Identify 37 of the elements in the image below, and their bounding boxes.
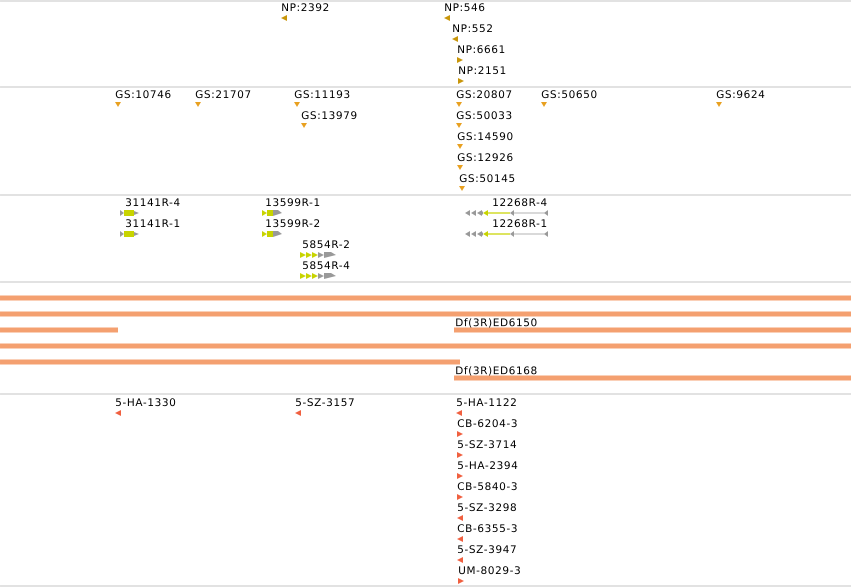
feature-label: 12268R-4 [493, 198, 547, 206]
feature-label: 5-SZ-3298 [458, 503, 516, 512]
feature-label: UM-8029-3 [459, 566, 520, 574]
feature-label: GS:13979 [302, 111, 356, 120]
feature-label: 5-HA-1122 [457, 398, 516, 406]
feature-label: GS:50145 [460, 174, 514, 182]
feature-label: CB-5840-3 [458, 482, 517, 490]
feature-label: GS:50650 [542, 90, 596, 98]
feature-label: NP:546 [445, 3, 484, 12]
feature-label: 5854R-2 [303, 240, 349, 248]
feature-label: GS:11193 [294, 90, 350, 98]
deletion-label: Df(3R)ED6150 [456, 318, 536, 328]
feature-label: 5-HA-2394 [458, 461, 518, 470]
feature-label: NP:552 [453, 24, 492, 32]
feature-label: GS:14590 [458, 132, 512, 140]
feature-label: NP:2392 [282, 3, 328, 12]
feature-label: 5-SZ-3714 [458, 440, 516, 448]
feature-label: 5-SZ-3157 [296, 398, 354, 406]
feature-label: GS:20807 [456, 90, 512, 98]
feature-label: 13599R-2 [266, 219, 320, 228]
feature-label: GS:21707 [196, 90, 250, 98]
feature-label: 5-SZ-3947 [458, 545, 516, 554]
deletion-label: Df(3R)ED6168 [456, 366, 536, 376]
feature-label: GS:50033 [456, 111, 512, 120]
feature-label: 12268R-1 [493, 219, 546, 228]
feature-label: 5-HA-1330 [116, 398, 176, 406]
feature-label: 5854R-4 [303, 261, 350, 270]
feature-label: CB-6204-3 [458, 419, 517, 428]
feature-label: GS:9624 [716, 90, 764, 98]
feature-label: NP:2151 [459, 66, 506, 74]
feature-label: CB-6355-3 [458, 524, 517, 532]
feature-label: NP:6661 [458, 45, 504, 54]
feature-label: 13599R-1 [266, 198, 320, 206]
feature-label: GS:10746 [116, 90, 170, 98]
feature-label: 31141R-4 [126, 198, 180, 206]
feature-label: GS:12926 [458, 153, 512, 162]
feature-label: 31141R-1 [126, 219, 180, 228]
